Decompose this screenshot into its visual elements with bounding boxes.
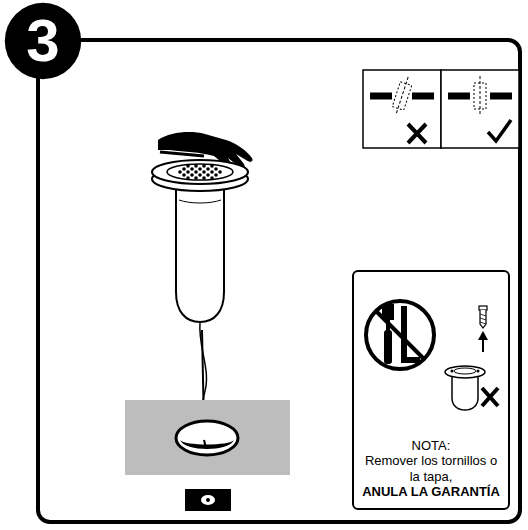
art-path (478, 331, 488, 340)
lens-hole (210, 164, 214, 168)
level-check-icons (363, 70, 519, 148)
art-rect (441, 70, 519, 148)
lens-hole (190, 167, 194, 171)
art-path (179, 200, 221, 203)
lens-hole (190, 173, 194, 177)
spirit-level (185, 489, 231, 511)
lens-hole (214, 173, 218, 177)
art-ellipse (454, 368, 476, 374)
lens-hole (202, 170, 206, 174)
art-circle (206, 498, 210, 502)
art-circle (477, 370, 480, 373)
lens-hole (194, 164, 198, 168)
art-line (370, 93, 392, 100)
note-box: NOTA:Remover los tornillos o la tapa,ANU… (352, 270, 510, 510)
art-g (178, 164, 222, 180)
lens-hole (206, 167, 210, 171)
art-path (480, 314, 486, 324)
lens-hole (214, 167, 218, 171)
lens-hole (210, 176, 214, 180)
arrow-tail (204, 440, 206, 448)
lens-hole (202, 176, 206, 180)
lens-hole (186, 164, 190, 168)
lens-hole (194, 170, 198, 174)
hole-depth (180, 440, 234, 449)
lens-hole (198, 173, 202, 177)
art-rect (185, 489, 231, 511)
art-path (408, 124, 426, 143)
art-ellipse (167, 164, 233, 180)
badge-fill (5, 3, 81, 79)
note-text: NOTA: (412, 438, 451, 454)
screw-removal (478, 306, 488, 352)
art-path (482, 388, 498, 406)
lens-hole (218, 170, 222, 174)
lens-hole (194, 176, 198, 180)
art-ellipse (445, 366, 485, 378)
lens-hole (198, 167, 202, 171)
lens-hole (182, 167, 186, 171)
art-line (480, 76, 481, 116)
art-path (176, 186, 224, 322)
small-fixture (445, 366, 498, 410)
art-line (490, 93, 512, 100)
lens-hole (210, 170, 214, 174)
art-ellipse (201, 495, 215, 505)
art-rect (479, 306, 487, 310)
art-line (482, 338, 484, 352)
lens-hole (186, 176, 190, 180)
step-number-badge: 3 (4, 2, 82, 80)
step-frame (38, 40, 520, 522)
art-ellipse (152, 160, 248, 184)
mounting-hole (176, 421, 238, 455)
no-tools-icon (366, 301, 434, 369)
warranty-warning: ANULA LA GARANTÍA (362, 484, 500, 500)
art-g (390, 75, 414, 117)
art-rect (384, 330, 392, 364)
step-number: 3 (26, 11, 59, 71)
note-text: Remover los tornillos o la tapa, (360, 453, 502, 484)
art-line (448, 93, 470, 100)
art-line (412, 93, 434, 100)
lens-hole (182, 173, 186, 177)
art-path (488, 120, 511, 141)
lens-hole (186, 170, 190, 174)
lens-hole (206, 173, 210, 177)
light-fixture (152, 160, 248, 322)
ground-surface (125, 400, 290, 475)
hand-edge (160, 152, 204, 156)
art-rect (363, 70, 441, 148)
lens-hole (178, 170, 182, 174)
art-circle (451, 370, 454, 373)
art-path (452, 375, 478, 410)
art-path (480, 310, 486, 328)
art-line (396, 77, 408, 115)
art-circle (366, 301, 434, 369)
lens-hole (202, 164, 206, 168)
art-line (376, 311, 424, 359)
